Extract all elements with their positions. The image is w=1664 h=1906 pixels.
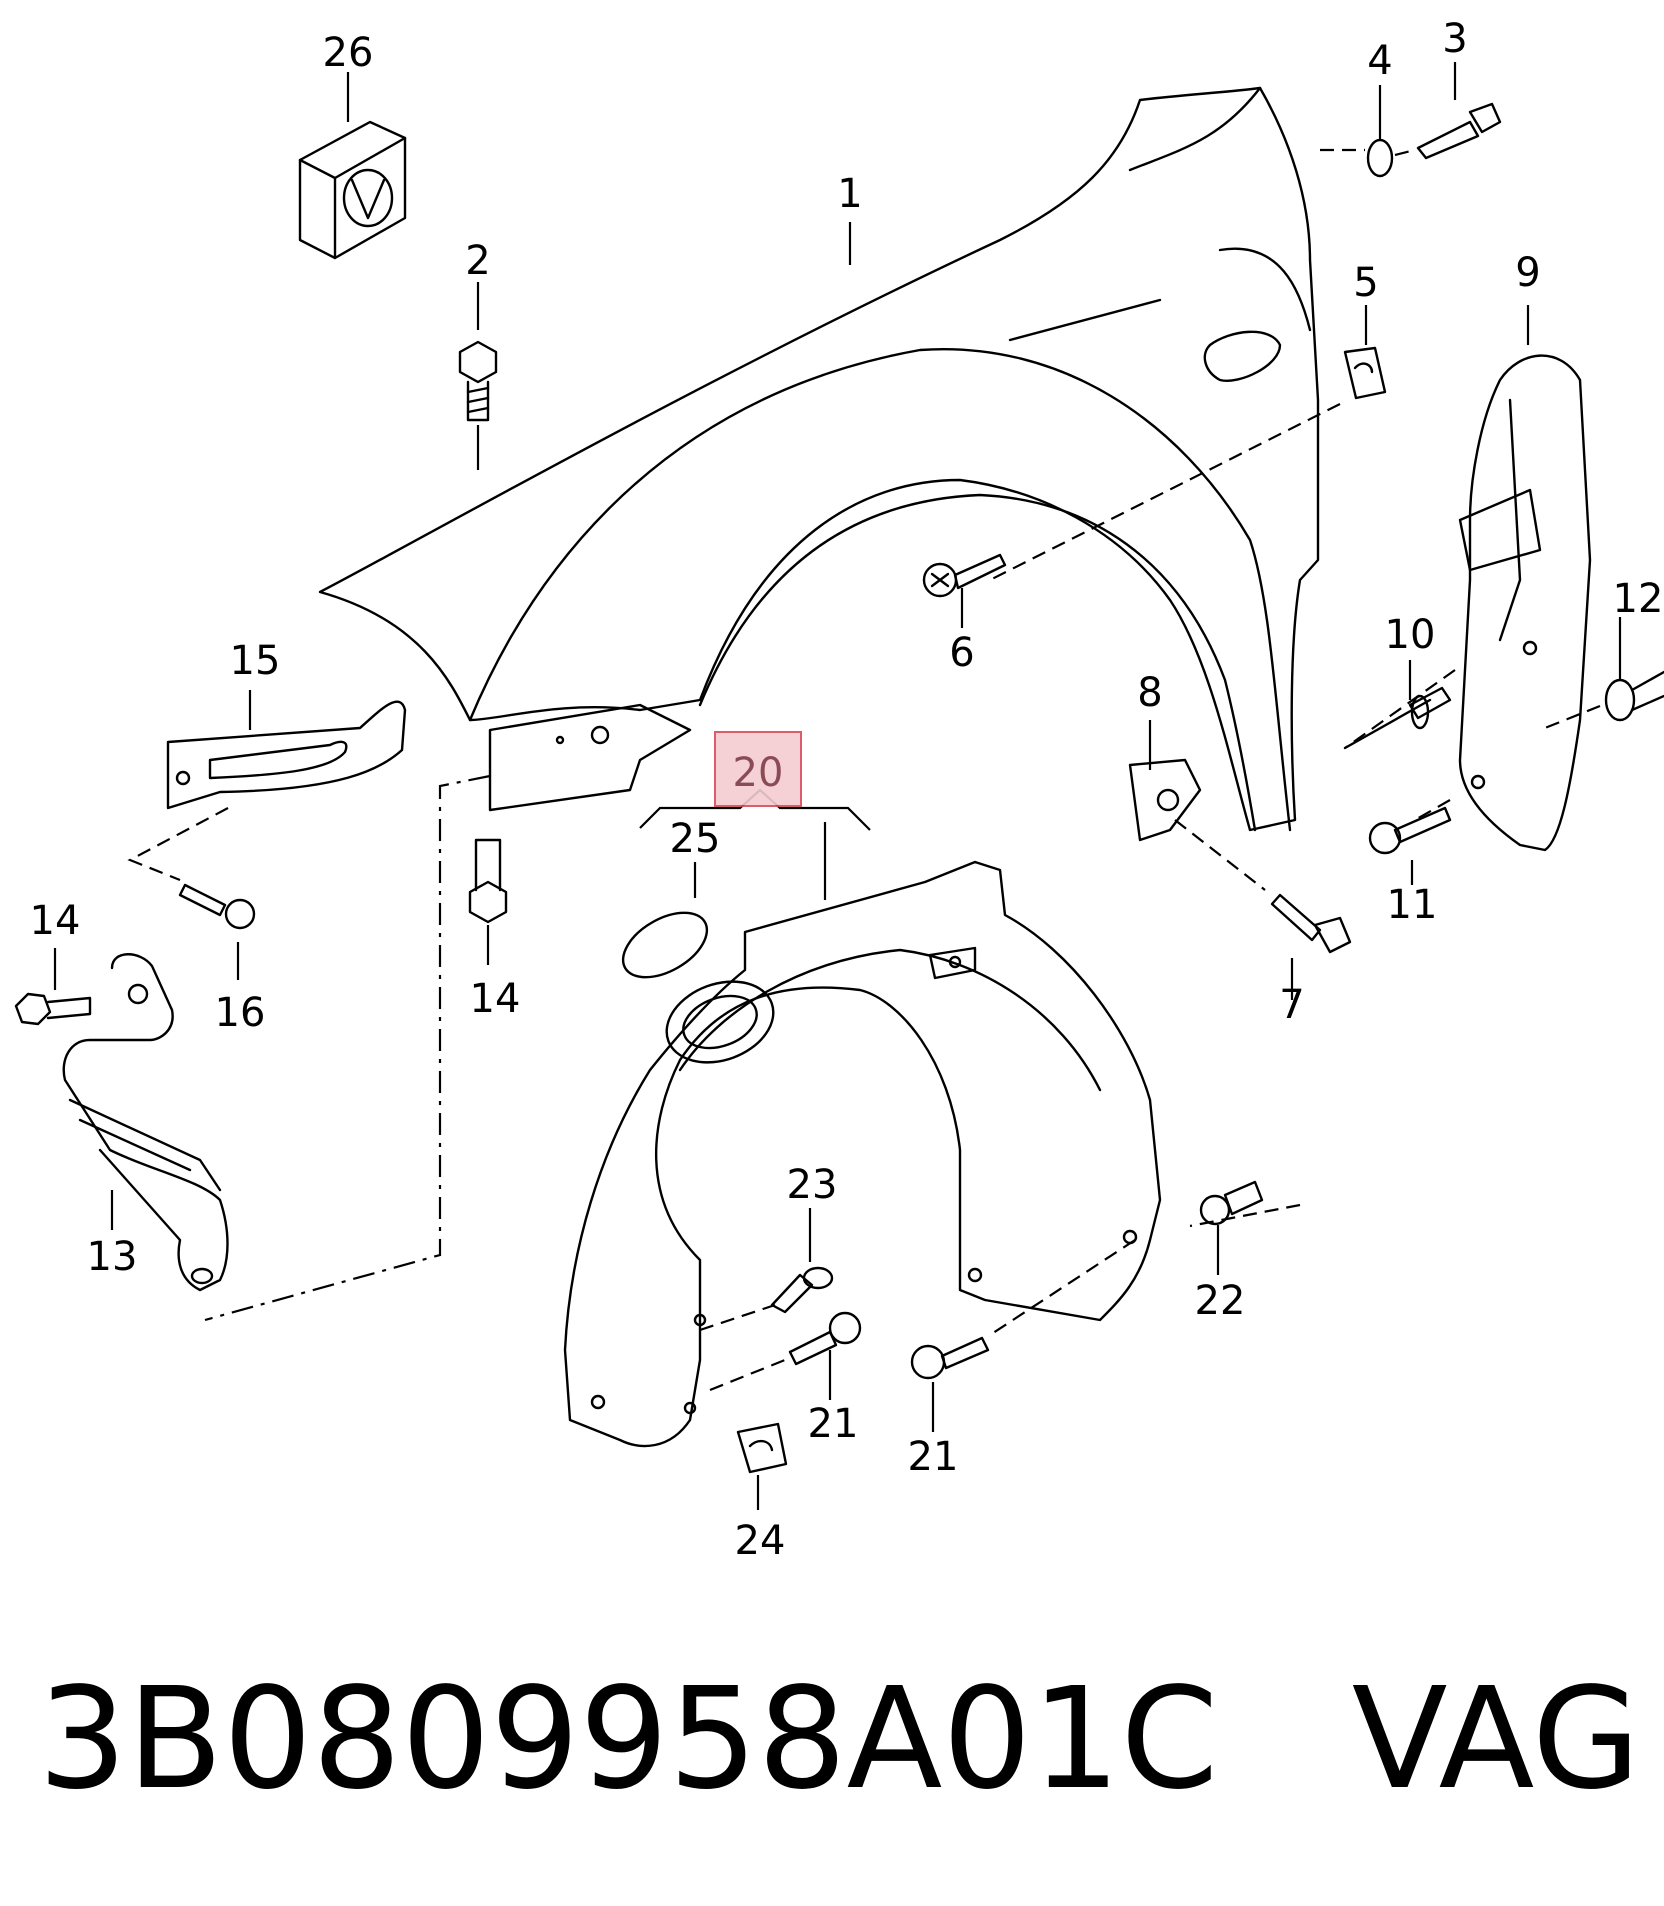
leader-lines (53, 62, 1622, 1510)
highlight-box-20 (714, 731, 802, 807)
clip-8-drawing (1128, 758, 1202, 842)
bracket-9-drawing (1458, 354, 1592, 852)
callout-5: 5 (1353, 260, 1378, 306)
callout-15: 15 (230, 638, 281, 684)
callout-12: 12 (1613, 576, 1664, 622)
callout-10: 10 (1385, 612, 1436, 658)
callout-3: 3 (1442, 16, 1467, 62)
callout-1: 1 (837, 171, 862, 217)
bolt-14b-drawing (468, 838, 508, 924)
callout-24: 24 (735, 1518, 786, 1564)
screw-3-drawing (1366, 102, 1502, 178)
callout-14b: 14 (470, 976, 521, 1022)
callout-2: 2 (465, 238, 490, 284)
parts-diagram: 26 1 2 3 4 5 6 7 8 9 10 11 12 13 14 14 1… (14, 16, 1664, 1564)
screw-7-drawing (1270, 893, 1352, 954)
bolt-14a-drawing (14, 992, 92, 1026)
bolt-2-drawing (458, 340, 498, 422)
clip-24-drawing (736, 1422, 788, 1474)
fender-drawing (318, 86, 1320, 832)
bracket-13-drawing (62, 953, 229, 1292)
callout-13: 13 (87, 1234, 138, 1280)
callout-21b: 21 (908, 1434, 959, 1480)
callout-25: 25 (670, 816, 721, 862)
screw-6-drawing (922, 553, 1007, 598)
wheel-arch-liner-drawing (563, 860, 1162, 1448)
callout-23: 23 (787, 1162, 838, 1208)
screw-21b-drawing (910, 1336, 990, 1380)
callout-16: 16 (215, 990, 266, 1036)
bolt-23-drawing (770, 1266, 834, 1314)
callouts: 26 1 2 3 4 5 6 7 8 9 10 11 12 13 14 14 1… (30, 16, 1664, 1564)
callout-26: 26 (323, 30, 374, 76)
grommet-12-drawing (1604, 670, 1664, 722)
construction-lines (127, 148, 1601, 1392)
callout-7: 7 (1279, 982, 1304, 1028)
part-number-caption: 3B0809958A01C VAG (38, 1658, 1641, 1821)
callout-20: 20 (733, 750, 784, 796)
emblem-block-drawing (298, 120, 407, 260)
callout-9: 9 (1515, 250, 1540, 296)
callout-8: 8 (1137, 670, 1162, 716)
clip-5-drawing (1343, 346, 1387, 400)
bracket-15-drawing (166, 700, 407, 810)
callout-22: 22 (1195, 1278, 1246, 1324)
clip-22-drawing (1199, 1180, 1264, 1226)
screw-16-drawing (178, 883, 256, 930)
rivet-10-drawing (1343, 686, 1452, 750)
callout-4: 4 (1367, 38, 1392, 84)
callout-21a: 21 (808, 1401, 859, 1447)
callout-14a: 14 (30, 898, 81, 944)
callout-6: 6 (949, 630, 974, 676)
callout-11: 11 (1387, 882, 1438, 928)
screw-11-drawing (1368, 806, 1452, 855)
screw-21a-drawing (788, 1311, 862, 1366)
